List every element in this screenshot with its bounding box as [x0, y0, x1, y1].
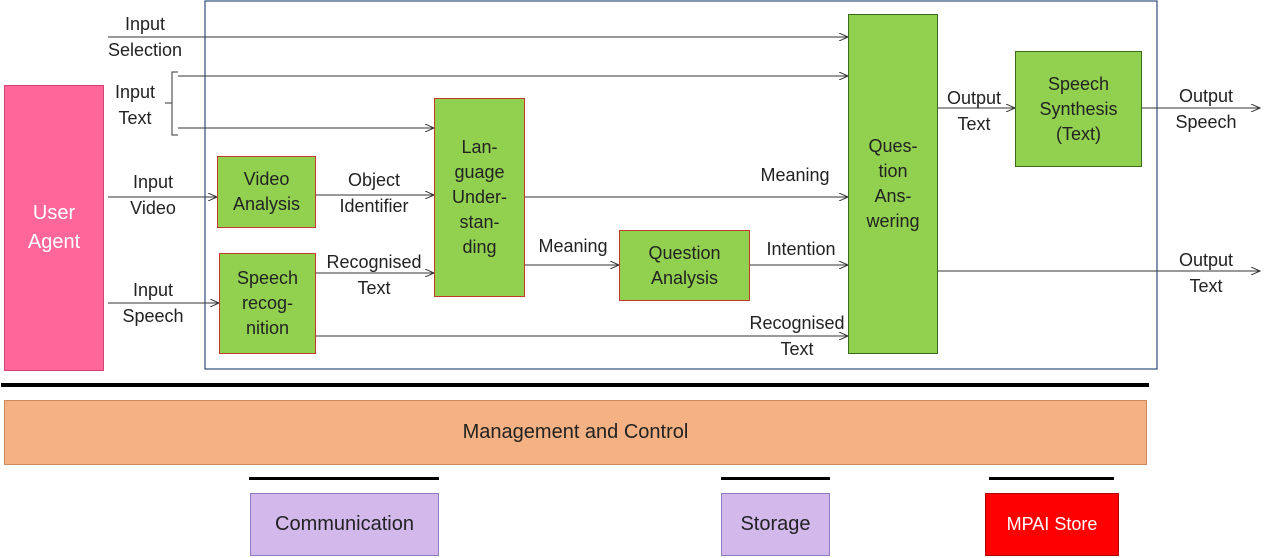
- mpai-store-bar: [989, 477, 1114, 480]
- question-analysis-label: Question Analysis: [648, 242, 721, 288]
- language-understanding-label: Lan- guage Under- stan- ding: [451, 137, 508, 257]
- speech-synthesis-block: Speech Synthesis (Text): [1015, 51, 1142, 167]
- video-analysis-block: Video Analysis: [217, 156, 316, 228]
- language-understanding-block: Lan- guage Under- stan- ding: [434, 98, 525, 297]
- output-text-label-right: Output Text: [1178, 250, 1234, 296]
- object-identifier-label: Object Identifier: [339, 170, 409, 216]
- meaning-label-top: Meaning: [760, 165, 830, 185]
- storage-block: Storage: [721, 493, 830, 556]
- management-control-block: Management and Control: [4, 400, 1147, 465]
- question-answering-block: Ques- tion Ans- wering: [848, 14, 938, 354]
- communication-block: Communication: [250, 493, 439, 556]
- input-text-bracket: [165, 71, 178, 136]
- mpai-store-block: MPAI Store: [985, 493, 1119, 556]
- recognised-text-label-1: Recognised Text: [326, 252, 422, 298]
- user-agent-block: User Agent: [4, 85, 104, 371]
- input-speech-label: Input Speech: [122, 280, 184, 326]
- speech-recognition-block: Speech recog- nition: [219, 253, 316, 354]
- speech-synthesis-label: Speech Synthesis (Text): [1039, 73, 1118, 144]
- intention-label: Intention: [766, 239, 836, 259]
- aim-frame: [204, 0, 1158, 370]
- input-text-label: Input Text: [114, 82, 156, 128]
- output-speech-label: Output Speech: [1175, 86, 1237, 132]
- input-selection-label: Input Selection: [107, 14, 183, 60]
- communication-label: Communication: [275, 513, 414, 535]
- speech-recognition-label: Speech recog- nition: [236, 268, 299, 338]
- communication-bar: [249, 477, 439, 480]
- recognised-text-label-2: Recognised Text: [749, 313, 845, 359]
- output-text-label-mid: Output Text: [946, 88, 1002, 134]
- meaning-label-mid: Meaning: [538, 236, 608, 256]
- input-video-label: Input Video: [130, 172, 176, 218]
- management-control-label: Management and Control: [462, 421, 689, 443]
- question-answering-label: Ques- tion Ans- wering: [866, 136, 920, 231]
- video-analysis-label: Video Analysis: [232, 169, 301, 214]
- storage-bar: [721, 477, 830, 480]
- storage-label: Storage: [740, 513, 811, 535]
- question-analysis-block: Question Analysis: [619, 230, 750, 301]
- user-agent-label: User Agent: [27, 202, 81, 253]
- separator-line: [1, 383, 1149, 387]
- mpai-store-label: MPAI Store: [1006, 514, 1098, 534]
